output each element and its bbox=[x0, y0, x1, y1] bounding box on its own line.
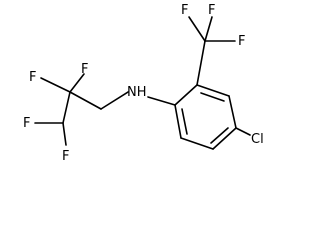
cl-label: Cl bbox=[251, 132, 264, 147]
bond-cf2-to-f-top-left bbox=[40, 77, 71, 93]
bond-ch2-to-cf2 bbox=[69, 91, 102, 110]
f-cf2-top-left-label: F bbox=[29, 70, 36, 85]
f-cf3-right-label: F bbox=[238, 34, 245, 49]
f-cf3-top-right-label: F bbox=[208, 3, 215, 18]
f-cf3-top-left-label: F bbox=[181, 3, 188, 18]
ring-bond-c2-c3 bbox=[196, 84, 230, 97]
bond-cf3-to-f-top-left bbox=[188, 16, 206, 42]
f-chf2-left-label: F bbox=[23, 116, 30, 131]
ring-bond-c1-c2 bbox=[174, 84, 198, 106]
ring-bond-c3-c4 bbox=[228, 95, 237, 129]
bond-cf2-to-chf2 bbox=[62, 91, 71, 124]
ring-double-bond-1 bbox=[200, 92, 225, 102]
benzene-ring bbox=[174, 84, 237, 150]
f-chf2-bottom-label: F bbox=[62, 149, 69, 164]
ring-bond-c5-c6 bbox=[180, 137, 214, 150]
bond-cf3-to-f-top-right bbox=[204, 16, 213, 42]
ring-double-bond-3 bbox=[181, 108, 188, 135]
bond-ring-to-nh bbox=[147, 96, 176, 106]
ring-double-bond-2 bbox=[210, 127, 229, 144]
f-cf2-top-right-label: F bbox=[81, 62, 88, 77]
bond-cf2-to-f-top-right bbox=[69, 73, 85, 93]
molecule-structure: NH Cl F F F F F F F bbox=[23, 3, 264, 164]
bond-nh-to-ch2 bbox=[100, 91, 129, 110]
bond-ring-to-cf3 bbox=[196, 40, 206, 86]
ring-bond-c6-c1 bbox=[174, 104, 182, 139]
bond-chf2-to-f-bottom bbox=[62, 122, 67, 146]
ring-bond-c4-c5 bbox=[212, 127, 237, 150]
bond-ring-to-cl bbox=[235, 127, 251, 136]
nh-label: NH bbox=[127, 85, 147, 100]
